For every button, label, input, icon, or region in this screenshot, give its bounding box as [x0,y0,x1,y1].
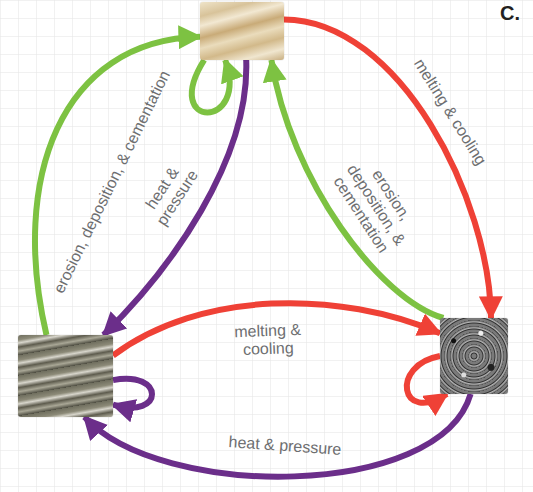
cycle-arrow [104,60,247,335]
cycle-arrow [284,19,491,318]
panel-letter: C. [500,2,520,25]
sedimentary-rock [200,2,284,60]
process-label: melting & cooling [222,320,313,359]
cycle-arrow [192,60,230,113]
igneous-rock [440,318,508,394]
cycle-arrow [113,379,152,408]
metamorphic-rock [18,335,113,417]
cycle-arrow [271,60,443,318]
